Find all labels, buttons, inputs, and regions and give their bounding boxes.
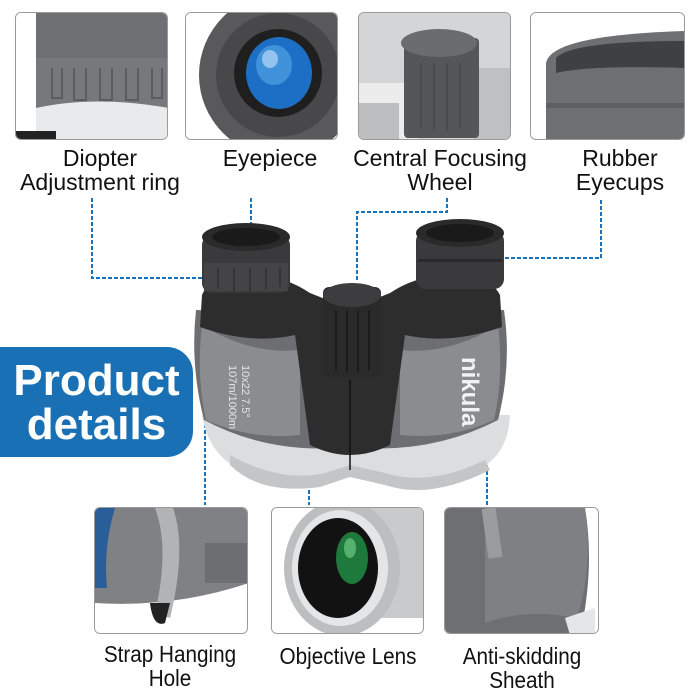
spec-text: 10x22 7.5°107m/1000m xyxy=(226,365,251,429)
sheath-icon xyxy=(445,508,598,633)
eyepiece-icon xyxy=(186,13,337,139)
label-strap-hanging-hole: Strap Hanging Hole xyxy=(103,641,237,691)
label-diopter-ring: Diopter Adjustment ring xyxy=(20,145,180,195)
binoculars-product-image: 10x22 7.5°107m/1000m nikula xyxy=(194,219,510,490)
label-eyepiece: Eyepiece xyxy=(222,145,318,171)
label-anti-skidding-sheath: Anti-skidding Sheath xyxy=(462,643,582,693)
brand-logo: nikula xyxy=(456,357,483,427)
tile-focus-wheel xyxy=(358,12,511,140)
label-objective-lens: Objective Lens xyxy=(279,643,417,669)
strap-hole-icon xyxy=(95,508,247,633)
tile-diopter-ring xyxy=(15,12,168,140)
focus-wheel-icon xyxy=(359,13,510,139)
label-central-focusing-wheel: Central Focusing Wheel xyxy=(353,145,527,195)
tile-eyepiece xyxy=(185,12,338,140)
tile-rubber-eyecups xyxy=(530,12,685,140)
objective-lens-icon xyxy=(272,508,423,633)
product-details-badge: Product details xyxy=(0,347,193,457)
label-rubber-eyecups: Rubber Eyecups xyxy=(575,145,665,195)
tile-objective-lens xyxy=(271,507,424,634)
tile-anti-skidding-sheath xyxy=(444,507,599,634)
eyecup-icon xyxy=(531,13,684,139)
diopter-ring-icon xyxy=(16,13,167,139)
tile-strap-hole xyxy=(94,507,248,634)
